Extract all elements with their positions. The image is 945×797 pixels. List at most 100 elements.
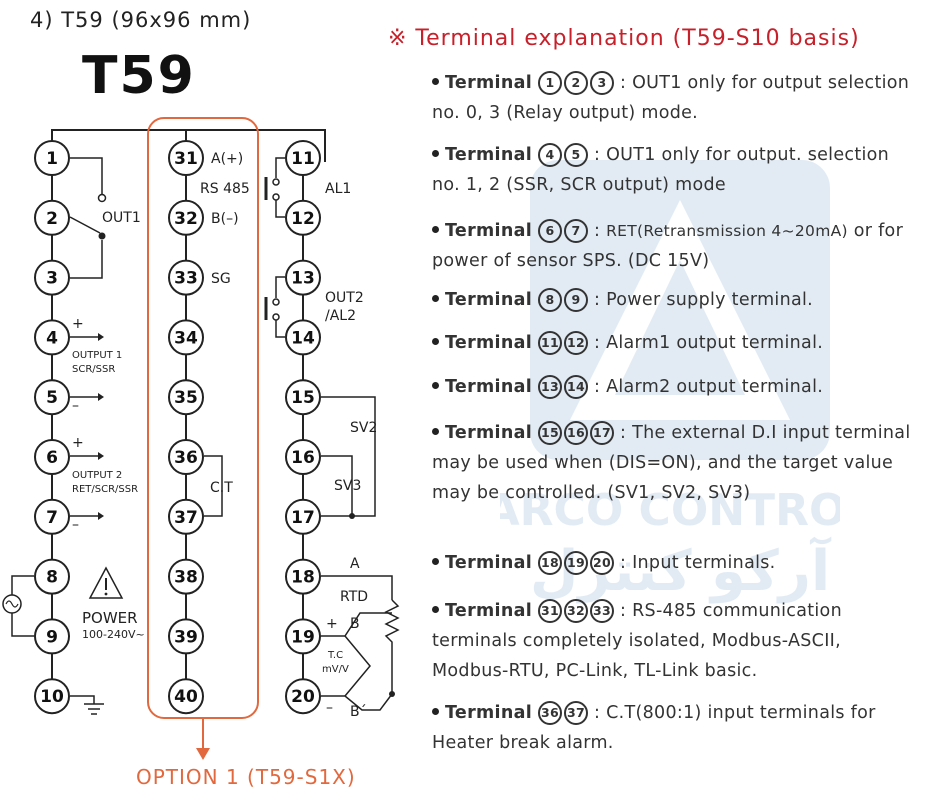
terminal-number-badge: 11	[538, 331, 563, 355]
terminal-12: 12	[285, 199, 321, 236]
terminal-13: 13	[285, 259, 321, 296]
option-arrow-icon	[196, 748, 210, 760]
terminal-number-badge: 15	[538, 421, 563, 445]
terminal-1: 1	[34, 140, 70, 176]
terminal-word: Terminal	[445, 145, 533, 165]
terminal-5: 5	[34, 379, 70, 416]
terminal-number: 20	[291, 687, 315, 707]
terminal-number-badge: 19	[564, 551, 589, 575]
terminal-description: : RS-485 communication terminals complet…	[432, 601, 842, 681]
terminal-word: Terminal	[445, 553, 533, 573]
bullet-icon	[432, 382, 439, 389]
terminal-7: 7	[34, 498, 70, 535]
terminal-description: : Alarm1 output terminal.	[594, 333, 824, 353]
terminal-number: 18	[291, 568, 315, 588]
ct-wiring	[204, 455, 223, 517]
terminal-word: Terminal	[445, 423, 533, 443]
tc-label: T.C	[327, 650, 343, 661]
power-range-label: 100-240V~	[82, 628, 145, 641]
terminal-number: 34	[174, 328, 198, 348]
bullet-icon	[432, 428, 439, 435]
terminal-number: 5	[46, 388, 58, 408]
terminal-number: 35	[174, 388, 198, 408]
bullet-icon	[432, 708, 439, 715]
sv2-label: SV2	[350, 420, 377, 436]
ct-label: C.T	[210, 480, 233, 496]
terminal-number-badge: 17	[590, 421, 615, 445]
terminal-word: Terminal	[445, 377, 533, 397]
bullet-icon	[432, 150, 439, 157]
terminal-39: 39	[168, 618, 204, 655]
terminal-3: 3	[34, 259, 70, 296]
out2-al2-relay-wiring: OUT2 /AL2	[264, 276, 364, 338]
terminal-description-narrow: RET(Retransmission 4~20mA)	[606, 222, 848, 240]
terminal-number: 17	[291, 508, 315, 528]
sv-digital-input-wiring: SV2 SV3	[321, 396, 377, 519]
a-label: A	[350, 556, 360, 572]
terminal-number: 40	[174, 687, 198, 707]
power-wiring: POWER 100-240V~	[2, 566, 145, 641]
terminal-number: 14	[291, 328, 315, 348]
terminal-number-badge: 33	[590, 599, 615, 623]
terminal-description: : Alarm2 output terminal.	[594, 377, 824, 397]
terminal-number-badge: 18	[538, 551, 563, 575]
terminal-37: 37	[168, 498, 204, 535]
svg-text:+: +	[72, 316, 84, 332]
svg-text:–: –	[326, 700, 333, 716]
terminal-31: 31	[168, 140, 204, 176]
terminal-number: 8	[46, 568, 58, 588]
terminal-number-badge: 20	[590, 551, 615, 575]
terminal-6: 6	[34, 439, 70, 475]
terminal-description: : OUT1 only for output selection no. 0, …	[432, 73, 910, 123]
bullet-icon	[432, 78, 439, 85]
svg-text:+: +	[72, 435, 84, 451]
al1-label: AL1	[325, 181, 351, 197]
terminal-number-badge: 13	[538, 375, 563, 399]
model-name: T59	[82, 46, 196, 106]
terminal-word: Terminal	[445, 703, 533, 723]
out2-label: OUT2	[325, 290, 364, 306]
a-plus-label: A(+)	[211, 151, 243, 167]
option-label: OPTION 1 (T59-S1X)	[136, 765, 356, 789]
terminal-number: 2	[46, 209, 58, 229]
output2-label: OUTPUT 2	[72, 470, 122, 481]
terminal-number-badge: 12	[564, 331, 589, 355]
terminal-number-badge: 31	[538, 599, 563, 623]
terminal-32: 32	[168, 199, 204, 236]
warning-icon	[88, 566, 124, 599]
terminal-36: 36	[168, 439, 204, 475]
terminal-number: 39	[174, 627, 198, 647]
bullet-icon	[432, 295, 439, 302]
terminal-number: 38	[174, 568, 198, 588]
terminal-19: 19	[285, 618, 321, 655]
terminal-number: 15	[291, 388, 315, 408]
terminal-11: 11	[285, 140, 321, 176]
terminal-number-badge: 3	[590, 71, 615, 95]
terminal-number: 9	[46, 627, 58, 647]
output2-wiring: + OUTPUT 2 RET/SCR/SSR –	[70, 435, 138, 533]
svg-text:–: –	[72, 517, 79, 533]
sv3-label: SV3	[334, 478, 361, 494]
terminal-15: 15	[285, 379, 321, 416]
terminal-number: 4	[46, 328, 58, 348]
terminal-number: 16	[291, 448, 315, 468]
terminal-number: 33	[174, 269, 198, 289]
terminal-40: 40	[168, 678, 204, 715]
output1-label: OUTPUT 1	[72, 350, 122, 361]
rtd-label: RTD	[340, 589, 368, 605]
terminal-16: 16	[285, 439, 321, 475]
terminal-number-badge: 37	[564, 701, 589, 725]
section-heading: 4) T59 (96x96 mm)	[30, 8, 252, 32]
terminal-8: 8	[34, 558, 70, 595]
terminal-description: :	[594, 221, 601, 241]
explanation-title: ※ Terminal explanation (T59-S10 basis)	[388, 26, 860, 51]
power-label: POWER	[82, 609, 138, 627]
sensor-input-wiring: A RTD + B T.C mV/V – B´	[321, 556, 400, 720]
terminal-number-badge: 36	[538, 701, 563, 725]
terminal-number-badge: 9	[564, 288, 589, 312]
